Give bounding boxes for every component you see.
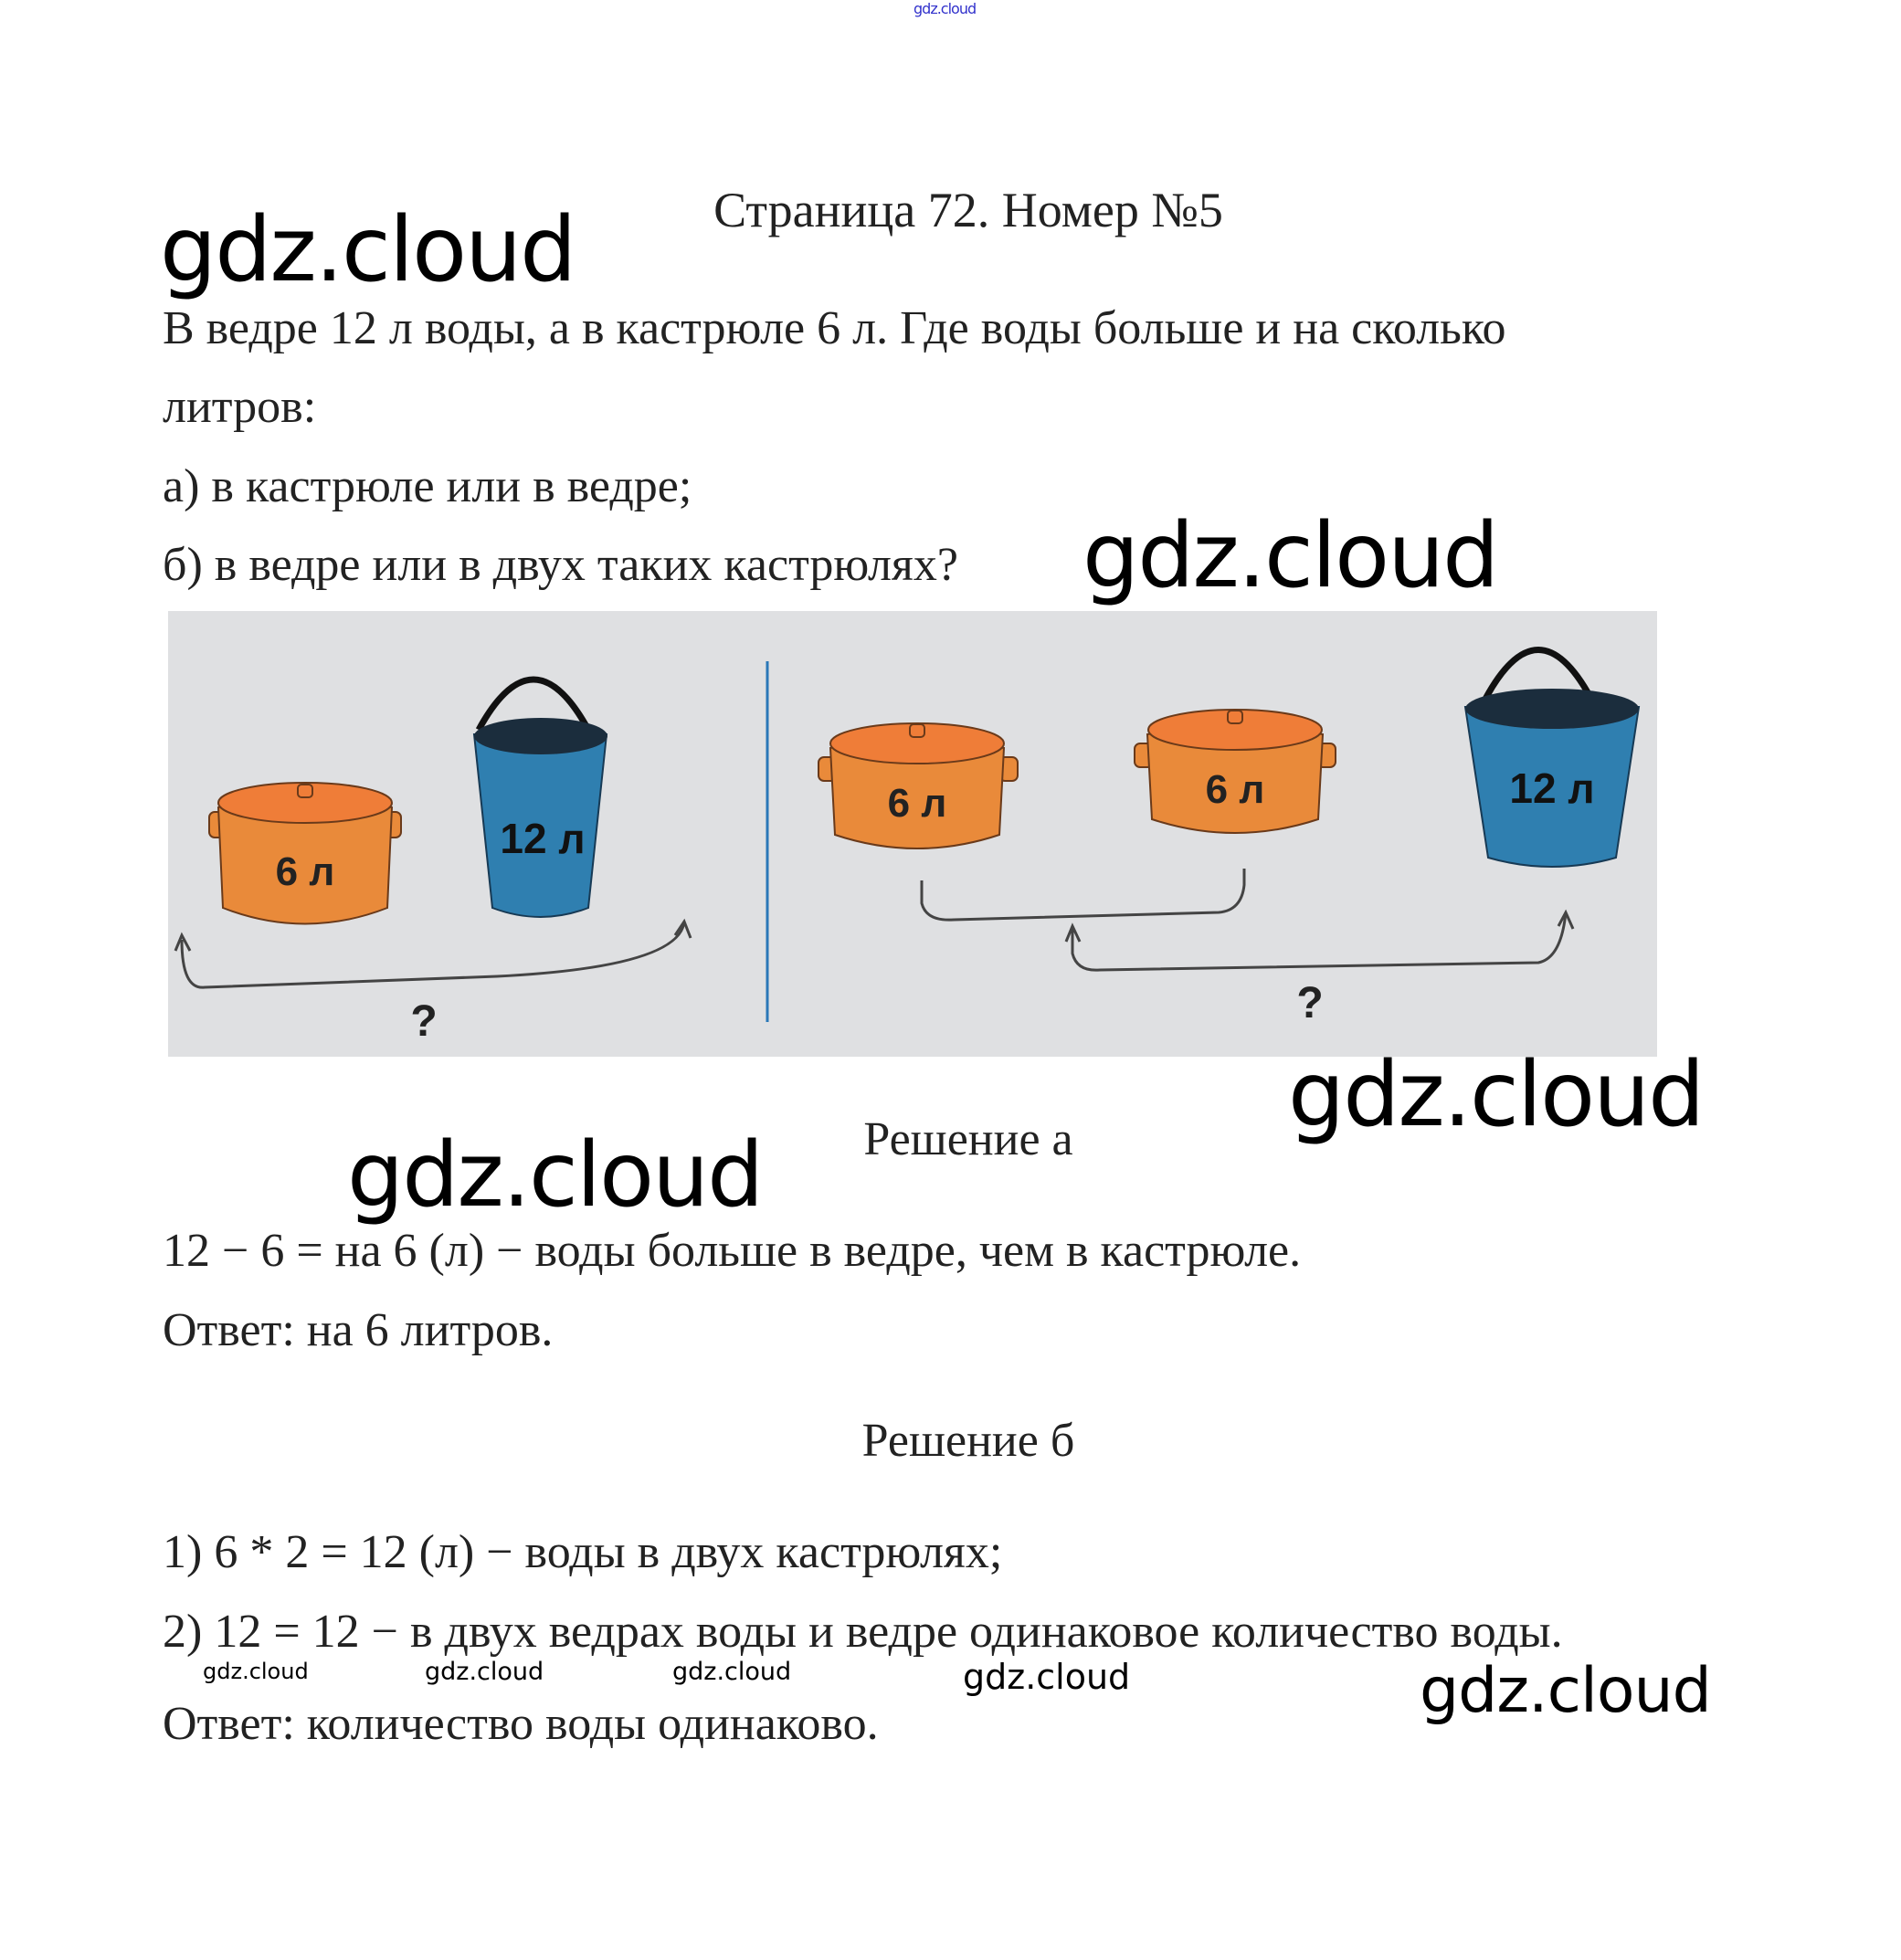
- bracket-pots: [920, 869, 1246, 922]
- watermark-top: gdz.cloud: [914, 0, 977, 17]
- solution-b-step-2: 2) 12 = 12 − в двух ведрах воды и ведре …: [163, 1606, 1563, 1658]
- bucket-icon: 12 л: [1463, 647, 1641, 868]
- watermark: gdz.cloud: [1083, 504, 1499, 608]
- watermark: gdz.cloud: [203, 1659, 309, 1684]
- problem-line-1: В ведре 12 л воды, а в кастрюле 6 л. Где…: [163, 302, 1506, 354]
- bucket-label: 12 л: [1509, 764, 1594, 812]
- pot-icon: 6 л: [818, 722, 1019, 849]
- solution-a-line: 12 − 6 = на 6 (л) − воды больше в ведре,…: [163, 1225, 1302, 1277]
- solution-b-answer: Ответ: количество воды одинаково.: [163, 1698, 879, 1750]
- watermark: gdz.cloud: [1420, 1655, 1712, 1727]
- pot-icon: 6 л: [208, 782, 402, 925]
- problem-line-2: литров:: [163, 381, 317, 433]
- watermark: gdz.cloud: [347, 1123, 764, 1228]
- solution-b-heading: Решение б: [861, 1415, 1075, 1467]
- solution-b-step-1: 1) 6 * 2 = 12 (л) − воды в двух кастрюля…: [163, 1526, 1003, 1578]
- bracket-arrow-a: [180, 921, 686, 989]
- problem-illustration: 6 л 12 л ? 6 л 6 л 12 л ?: [168, 611, 1657, 1057]
- page-title: Страница 72. Номер №5: [713, 183, 1223, 237]
- question-mark: ?: [1296, 979, 1323, 1027]
- watermark: gdz.cloud: [963, 1657, 1131, 1697]
- pot-label: 6 л: [888, 781, 947, 826]
- problem-part-b: б) в ведре или в двух таких кастрюлях?: [163, 539, 958, 591]
- solution-a-heading: Решение а: [863, 1113, 1073, 1165]
- pot-icon: 6 л: [1134, 709, 1336, 834]
- bucket-icon: 12 л: [472, 676, 608, 918]
- watermark: gdz.cloud: [672, 1658, 792, 1686]
- bucket-label: 12 л: [500, 815, 585, 862]
- solution-a-answer: Ответ: на 6 литров.: [163, 1304, 554, 1356]
- watermark: gdz.cloud: [1288, 1043, 1705, 1147]
- question-mark: ?: [410, 997, 437, 1046]
- pot-label: 6 л: [276, 849, 335, 894]
- watermark: gdz.cloud: [160, 198, 576, 302]
- watermark: gdz.cloud: [425, 1658, 544, 1686]
- pot-label: 6 л: [1206, 767, 1265, 812]
- bracket-arrow-b: [1071, 912, 1568, 972]
- problem-part-a: а) в кастрюле или в ведре;: [163, 460, 692, 512]
